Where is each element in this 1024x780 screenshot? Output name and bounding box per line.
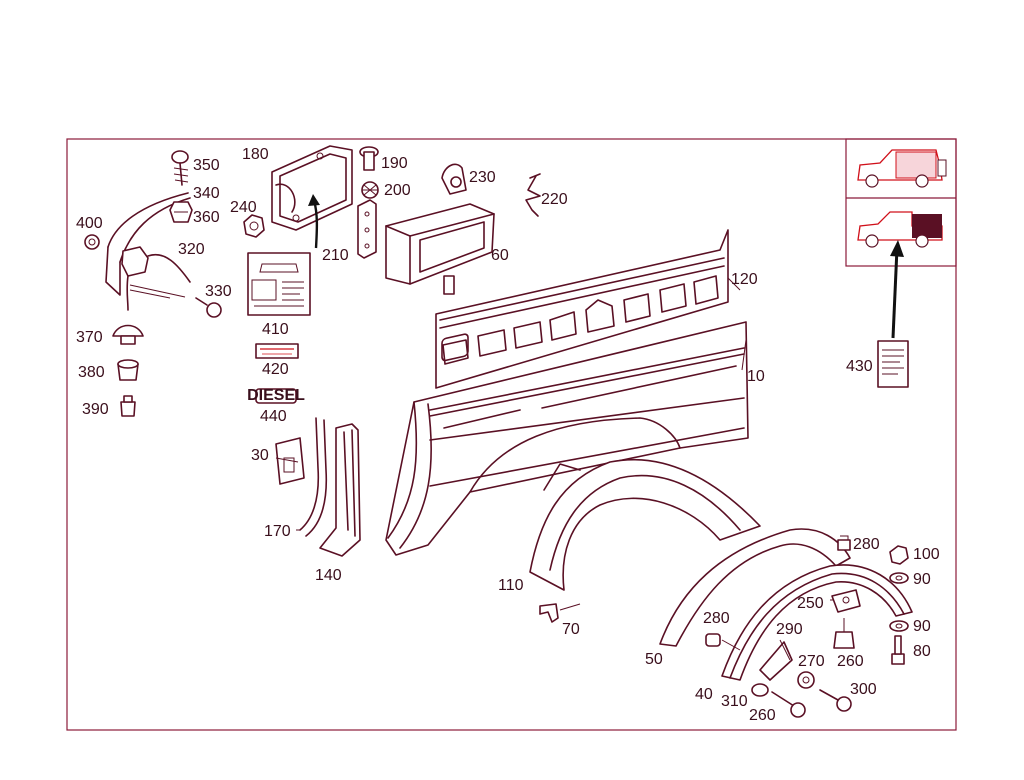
part-housing-60 (385, 203, 495, 295)
part-nut-240 (243, 214, 265, 238)
part-bolt-80 (891, 635, 905, 665)
part-pillar-170 (299, 417, 328, 537)
callout-330: 330 (205, 283, 232, 300)
arrow-icon (312, 199, 319, 249)
callout-210: 210 (322, 247, 349, 264)
part-catch-230 (441, 163, 467, 195)
callout-90-top: 90 (913, 571, 931, 588)
callout-70: 70 (562, 621, 580, 638)
callout-200: 200 (384, 182, 411, 199)
callout-90-bottom: 90 (913, 618, 931, 635)
diagram-border (66, 138, 957, 731)
vehicle-thumbnails (845, 138, 957, 267)
part-nut-280a (837, 535, 851, 551)
part-flare-40 (721, 564, 913, 681)
part-nut-280b (705, 633, 721, 647)
callout-50: 50 (645, 651, 663, 668)
callout-110: 110 (498, 577, 524, 594)
part-sidepanel-10 (385, 321, 749, 556)
callout-140: 140 (315, 567, 342, 584)
part-screw-260b (771, 691, 806, 718)
callout-220: 220 (541, 191, 568, 208)
callout-280-bottom: 280 (703, 610, 730, 627)
callout-380: 380 (78, 364, 105, 381)
callout-290: 290 (776, 621, 803, 638)
label-sticker-430 (877, 340, 909, 388)
part-lamp-320 (121, 246, 191, 311)
part-decal-440: DIESEL (247, 387, 305, 404)
callout-190: 190 (381, 155, 408, 172)
part-flare-50 (659, 528, 851, 647)
callout-300: 300 (850, 681, 877, 698)
callout-180: 180 (242, 146, 269, 163)
arrow-icon (891, 247, 899, 339)
callout-280-top: 280 (853, 536, 880, 553)
callout-260-right: 260 (837, 653, 864, 670)
callout-390: 390 (82, 401, 109, 418)
part-pillar-140 (319, 423, 361, 557)
part-washer-200 (361, 181, 379, 199)
arrow-head-icon (308, 194, 320, 206)
vehicle-thumb-pickup (857, 211, 943, 248)
part-grommet-260a (833, 618, 855, 649)
part-screw-330 (195, 297, 222, 318)
callout-40: 40 (695, 686, 713, 703)
part-nut-100 (889, 545, 909, 565)
part-bracket-290 (759, 641, 793, 681)
callout-120: 120 (731, 271, 758, 288)
part-hinge-210 (357, 199, 377, 259)
callout-400: 400 (76, 215, 103, 232)
part-flap-180 (271, 145, 353, 231)
part-washer-90a (889, 572, 909, 584)
callout-350: 350 (193, 157, 220, 174)
callout-340: 340 (193, 185, 220, 202)
callout-100: 100 (913, 546, 940, 563)
part-screw-350 (171, 150, 189, 186)
part-decal-420 (255, 343, 299, 359)
callout-10: 10 (747, 368, 765, 385)
callout-440: 440 (260, 408, 287, 425)
part-wheelhouse-110 (529, 458, 761, 591)
part-bracket-250 (831, 589, 861, 613)
part-plug-390 (120, 395, 136, 417)
callout-labels: 350 340 360 400 320 330 370 380 390 180 … (76, 146, 940, 724)
callout-370: 370 (76, 329, 103, 346)
part-grommet-400 (84, 234, 100, 250)
vehicle-thumb-closed (857, 149, 947, 188)
part-grommet-370 (112, 324, 144, 345)
part-bolt-190 (359, 146, 379, 171)
part-grommet-380 (117, 359, 139, 381)
callout-230: 230 (469, 169, 496, 186)
callout-250: 250 (797, 595, 824, 612)
part-grommet-310 (751, 683, 769, 697)
part-panel-120 (435, 229, 729, 389)
decal-diesel-text: DIESEL (247, 387, 305, 404)
callout-30: 30 (251, 447, 269, 464)
callout-320: 320 (178, 241, 205, 258)
part-spring-220 (525, 173, 541, 217)
callout-430: 430 (846, 358, 873, 375)
callout-260-bottom: 260 (749, 707, 776, 724)
part-clip-360 (169, 201, 193, 223)
part-washer-270 (797, 671, 815, 689)
part-bracket-70 (539, 603, 581, 623)
callout-60: 60 (491, 247, 509, 264)
callout-310: 310 (721, 693, 748, 710)
arrow-head-icon (890, 240, 904, 257)
leader-lines (275, 277, 834, 661)
callout-410: 410 (262, 321, 289, 338)
part-washer-90b (889, 620, 909, 632)
part-screw-300 (819, 689, 852, 712)
callout-240: 240 (230, 199, 257, 216)
callout-80: 80 (913, 643, 931, 660)
callout-170: 170 (264, 523, 291, 540)
callout-420: 420 (262, 361, 289, 378)
callout-270: 270 (798, 653, 825, 670)
part-decal-410 (247, 252, 311, 316)
callout-360: 360 (193, 209, 220, 226)
